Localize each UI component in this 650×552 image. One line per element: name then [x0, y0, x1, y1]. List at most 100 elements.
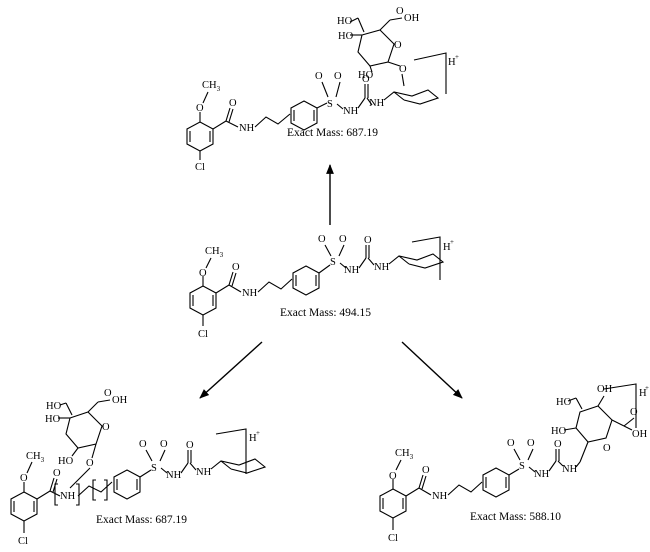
sulfur-label: S [151, 463, 157, 474]
charge-bracket [603, 383, 637, 428]
chlorine-label: Cl [195, 162, 205, 173]
carboxyl-oxygen: O [104, 388, 112, 399]
amide-nh: NH [239, 123, 255, 134]
ring-oxygen: O [102, 422, 110, 433]
sugar-hydroxyl-top: OH [597, 384, 613, 395]
sugar-hydroxyl-3: HO [358, 70, 374, 81]
carboxyl-oh: OH [632, 429, 648, 440]
sugar-hydroxyl-2: HO [45, 414, 61, 425]
structure-parent: O CH3 Cl O NH S O O NH O NH H + Exact Ma… [189, 234, 454, 340]
methyl-label: CH3 [26, 451, 45, 464]
sulfur-label: S [330, 257, 336, 268]
sulfonamide-nh: NH [344, 265, 360, 276]
charge-bracket [413, 52, 447, 94]
carbonyl-oxygen: O [232, 262, 240, 273]
sulfonamide-nh: NH [343, 106, 359, 117]
amide-nh: NH [242, 288, 258, 299]
bracket-right [76, 483, 80, 506]
sugar-hydroxyl-2: HO [338, 31, 354, 42]
sulfonyl-oxygen-left: O [139, 439, 147, 450]
sulfonyl-benzene-ring [290, 100, 318, 131]
carboxyl-oxygen: O [396, 6, 404, 17]
sulfonyl-benzene-ring [113, 469, 141, 500]
glucuronide-ring [575, 405, 613, 443]
urea-oxygen: O [362, 74, 370, 85]
glycosidic-oxygen: O [399, 64, 407, 75]
charge-hydrogen: H [448, 57, 456, 68]
chlorine-label: Cl [18, 536, 28, 547]
sugar-hydroxyl-1: HO [46, 401, 62, 412]
methoxy-oxygen: O [389, 471, 397, 482]
sugar-hydroxyl-3: HO [58, 456, 74, 467]
methoxy-oxygen: O [196, 103, 204, 114]
benzene-ring [379, 488, 407, 519]
carboxyl-oxygen: O [630, 407, 638, 418]
sugar-hydroxyl-1: HO [556, 397, 572, 408]
sulfonyl-benzene-ring [292, 265, 320, 296]
sulfonyl-oxygen-right: O [160, 439, 168, 450]
arrow-to-bottom-left [199, 341, 263, 399]
sulfonyl-oxygen-left: O [507, 438, 515, 449]
charge-plus: + [450, 238, 454, 246]
sulfonamide-nh: NH [166, 470, 182, 481]
carboxyl-oh: OH [112, 395, 128, 406]
chlorine-label: Cl [198, 329, 208, 340]
sulfonyl-oxygen-left: O [318, 234, 326, 245]
urea-nh: NH [369, 98, 385, 109]
methyl-label: CH3 [395, 448, 414, 461]
charge-plus: + [455, 53, 459, 61]
sulfonyl-oxygen-right: O [339, 234, 347, 245]
glucuronide-ring [65, 411, 103, 449]
sulfur-label: S [519, 461, 525, 472]
urea-nh: NH [562, 464, 578, 475]
glucuronide-ring [357, 29, 395, 67]
mass-label-top: Exact Mass: 687.19 [287, 127, 378, 139]
sulfonyl-oxygen-right: O [334, 71, 342, 82]
charge-hydrogen: H [639, 388, 647, 399]
charge-bracket [215, 428, 247, 474]
structure-glucuronide-amide: O CH3 Cl O NH HO HO O OH O HO O [10, 388, 267, 547]
sugar-hydroxyl-1: HO [337, 16, 353, 27]
sulfonamide-nh: NH [534, 469, 550, 480]
cyclohexyl-ring [383, 89, 440, 105]
mass-label-centre: Exact Mass: 494.15 [280, 307, 371, 319]
ring-oxygen: O [603, 443, 611, 454]
carbonyl-oxygen: O [53, 468, 61, 479]
urea-nh: NH [374, 262, 390, 273]
cyclohexyl-ring [210, 458, 267, 474]
urea-nh: NH [196, 467, 212, 478]
urea-oxygen: O [186, 440, 194, 451]
charge-bracket [411, 236, 441, 280]
benzene-ring [10, 491, 38, 522]
amide-n: NH [60, 491, 76, 502]
mass-label-bottom-left: Exact Mass: 687.19 [96, 514, 187, 526]
ring-oxygen: O [394, 40, 402, 51]
urea-oxygen: O [364, 235, 372, 246]
sugar-hydroxyl-2: HO [551, 426, 567, 437]
arrow-to-bottom-right [401, 341, 463, 399]
charge-plus: + [256, 429, 260, 437]
methoxy-oxygen: O [199, 268, 207, 279]
methyl-label: CH3 [205, 246, 224, 259]
structure-glucuronide-cyclohexyl: O CH3 Cl O NH S O O NH O NH [186, 6, 459, 173]
cyclohexyl-ring [388, 253, 445, 269]
sulfonyl-benzene-ring [482, 467, 510, 498]
sulfonyl-oxygen-left: O [315, 71, 323, 82]
carbonyl-oxygen: O [422, 465, 430, 476]
benzene-ring [189, 285, 217, 316]
glycosidic-oxygen: O [86, 458, 94, 469]
charge-hydrogen: H [249, 433, 257, 444]
methyl-label: CH3 [202, 80, 221, 93]
charge-plus: + [645, 384, 649, 392]
chlorine-label: Cl [388, 533, 398, 544]
carbonyl-oxygen: O [229, 98, 237, 109]
methoxy-oxygen: O [20, 473, 28, 484]
charge-hydrogen: H [443, 242, 451, 253]
mass-label-bottom-right: Exact Mass: 588.10 [470, 511, 561, 523]
urea-oxygen: O [554, 439, 562, 450]
amide-nh: NH [432, 491, 448, 502]
sulfonyl-oxygen-right: O [527, 438, 535, 449]
sulfur-label: S [327, 99, 333, 110]
bracket-left [54, 483, 58, 506]
